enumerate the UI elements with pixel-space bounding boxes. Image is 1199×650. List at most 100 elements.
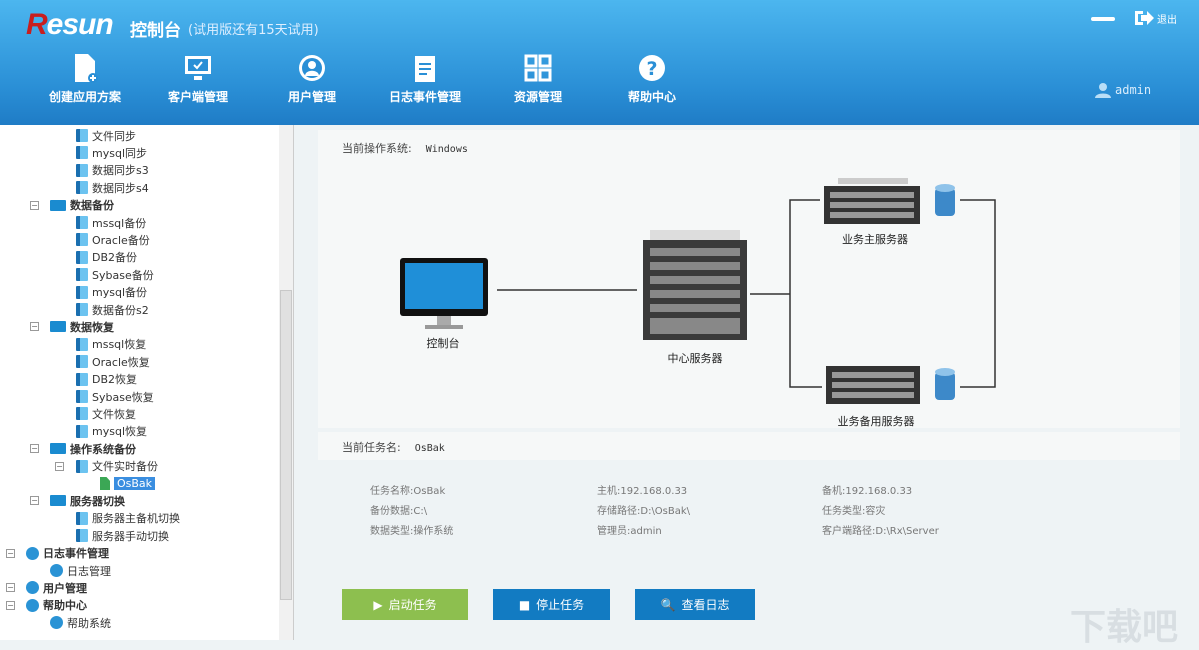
tree-item[interactable]: 日志管理: [50, 562, 111, 579]
logout-icon: [1135, 11, 1154, 25]
task-icon: [76, 129, 88, 142]
tree-item[interactable]: OsBak: [100, 475, 156, 492]
nav-user-circle[interactable]: 用户管理: [257, 52, 367, 105]
category-icon: [26, 581, 39, 595]
nav-label: 创建应用方案: [48, 90, 121, 104]
tree-item[interactable]: Sybase备份: [76, 266, 154, 283]
scrollbar-thumb[interactable]: [280, 290, 292, 600]
connection-lines: [497, 199, 996, 388]
tree-item[interactable]: Sybase恢复: [76, 388, 154, 405]
tree-item-label: Sybase恢复: [92, 390, 154, 404]
log-search-icon: 🔍: [660, 597, 676, 612]
folder-icon: [50, 443, 66, 455]
tree-item-label: 日志管理: [67, 564, 111, 578]
task-panel: [318, 432, 1180, 460]
tree-item-label: 服务器手动切换: [92, 529, 169, 543]
collapse-toggle[interactable]: −: [30, 496, 39, 506]
task-detail: 主机:192.168.0.33: [597, 486, 688, 497]
tree-item[interactable]: 文件实时备份: [76, 458, 158, 475]
tree-item[interactable]: 文件同步: [76, 127, 136, 144]
logout-button[interactable]: 退出: [1133, 9, 1177, 27]
collapse-toggle[interactable]: −: [30, 322, 39, 332]
collapse-toggle[interactable]: −: [30, 200, 39, 210]
play-icon: ▶: [373, 597, 383, 612]
task-icon: [76, 355, 88, 369]
monitor-check-icon: [185, 56, 211, 80]
tree-item[interactable]: 数据备份s2: [76, 301, 149, 318]
task-icon: [76, 424, 88, 438]
tree-item-label: 文件实时备份: [92, 460, 158, 474]
task-detail: 任务名称:OsBak: [370, 486, 446, 497]
tree-item[interactable]: 数据同步s4: [76, 179, 149, 196]
tree-scrollbar[interactable]: [279, 125, 293, 640]
view-log-button[interactable]: 🔍查看日志: [635, 589, 755, 620]
tree-item[interactable]: mysql备份: [76, 284, 147, 301]
tree-item[interactable]: 文件恢复: [76, 405, 136, 422]
tree-item[interactable]: DB2恢复: [76, 371, 137, 388]
stop-task-button[interactable]: ■停止任务: [493, 589, 610, 620]
tree-item[interactable]: 帮助中心: [26, 597, 87, 614]
nav-label: 帮助中心: [627, 90, 676, 104]
stop-task-label: 停止任务: [536, 598, 585, 612]
question-icon: ?: [639, 55, 665, 81]
trial-notice: (试用版还有15天试用): [188, 23, 319, 38]
tree-item[interactable]: 操作系统备份: [50, 440, 136, 457]
nav-question[interactable]: ? 帮助中心: [597, 52, 707, 105]
tree-item-label: 用户管理: [43, 581, 87, 595]
tree-item[interactable]: 数据备份: [50, 197, 114, 214]
task-icon: [76, 216, 88, 229]
task-detail: 客户端路径:D:\Rx\Server: [822, 526, 939, 537]
center-server-label: 中心服务器: [667, 352, 723, 365]
task-icon: [76, 511, 88, 525]
tree-item[interactable]: mysql恢复: [76, 423, 147, 440]
task-label: 当前任务名:: [342, 441, 401, 454]
tree-item[interactable]: 服务器手动切换: [76, 527, 169, 544]
start-task-button[interactable]: ▶ 启动任务: [342, 589, 468, 620]
tree-item[interactable]: 服务器切换: [50, 492, 125, 509]
task-icon: [76, 285, 88, 299]
folder-icon: [50, 199, 66, 211]
tree-item[interactable]: 服务器主备机切换: [76, 510, 180, 527]
console-label: 控制台: [426, 337, 460, 350]
task-icon: [76, 372, 88, 386]
tree-item-label: 服务器主备机切换: [92, 512, 180, 526]
tree-item[interactable]: 帮助系统: [50, 614, 111, 631]
nav-grid[interactable]: 资源管理: [483, 52, 593, 105]
collapse-toggle[interactable]: −: [6, 583, 15, 593]
tree-item[interactable]: mssql恢复: [76, 336, 146, 353]
primary-server-icon: [824, 178, 920, 224]
nav-monitor-check[interactable]: 客户端管理: [143, 52, 253, 105]
tree-item[interactable]: 用户管理: [26, 579, 87, 596]
tree-item[interactable]: mysql同步: [76, 144, 147, 161]
tree-item-label: 文件同步: [92, 129, 136, 143]
tree-item[interactable]: Oracle备份: [76, 231, 150, 248]
start-task-label: 启动任务: [388, 598, 437, 612]
tree-item[interactable]: 数据同步s3: [76, 162, 149, 179]
tree-item[interactable]: Oracle恢复: [76, 353, 150, 370]
tree-item[interactable]: 日志事件管理: [26, 545, 109, 562]
tree-item-label: 数据备份s2: [92, 303, 149, 317]
collapse-toggle[interactable]: −: [6, 600, 15, 610]
tree-item-label: 数据备份: [70, 199, 114, 213]
collapse-toggle[interactable]: −: [6, 548, 15, 558]
tree-item-label: 数据恢复: [70, 320, 114, 334]
tree-item-label: Sybase备份: [92, 268, 154, 282]
folder-icon: [50, 321, 66, 333]
collapse-toggle[interactable]: −: [30, 444, 39, 454]
nav-file-add[interactable]: 创建应用方案: [30, 52, 140, 105]
task-icon: [76, 337, 88, 351]
primary-database-icon: [935, 184, 955, 216]
task-detail: 管理员:admin: [597, 526, 662, 537]
nav-label: 客户端管理: [167, 90, 228, 104]
tree-item-label: 操作系统备份: [70, 442, 136, 456]
tree-item[interactable]: 数据恢复: [50, 318, 114, 335]
collapse-toggle[interactable]: −: [55, 461, 64, 471]
tree-item[interactable]: DB2备份: [76, 249, 137, 266]
tree-item[interactable]: mssql备份: [76, 214, 146, 231]
task-detail: 数据类型:操作系统: [370, 526, 454, 537]
category-icon: [26, 546, 39, 560]
minimize-button[interactable]: [1091, 17, 1115, 21]
current-user[interactable]: admin: [1095, 82, 1151, 98]
nav-notepad[interactable]: 日志事件管理: [370, 52, 480, 105]
